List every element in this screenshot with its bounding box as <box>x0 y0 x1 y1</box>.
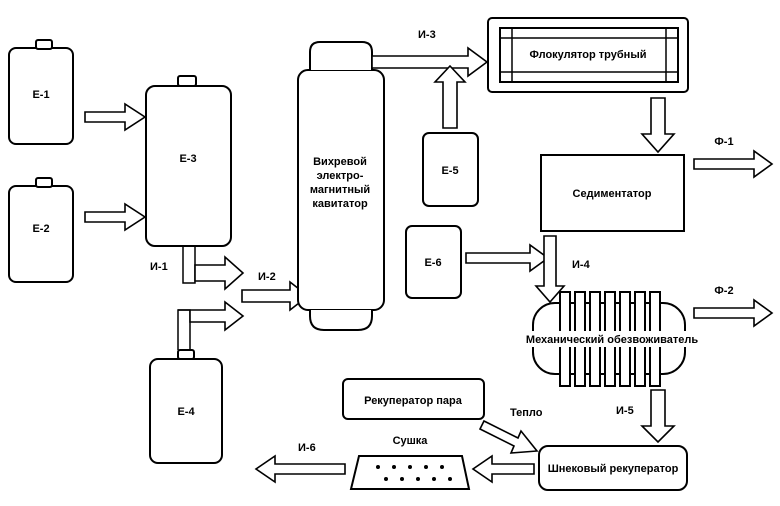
tank-e1-label: Е-1 <box>32 89 49 101</box>
flow-label-heat: Тепло <box>510 407 543 419</box>
steam-recuperator: Рекуператор пара <box>343 379 484 419</box>
tank-e3-label: Е-3 <box>179 153 196 165</box>
tank-e2: Е-2 <box>9 178 73 282</box>
flow-label-i4: И-4 <box>572 259 591 271</box>
flow-label-i1: И-1 <box>150 261 168 273</box>
pipe-i1 <box>183 246 195 283</box>
flow-label-i3: И-3 <box>418 29 436 41</box>
tank-e2-label: Е-2 <box>32 223 49 235</box>
pipe-e4-riser <box>178 310 190 350</box>
tank-e4-label: Е-4 <box>177 406 195 418</box>
flocculator-label: Флокулятор трубный <box>530 49 647 61</box>
flow-label-i6: И-6 <box>298 442 316 454</box>
tank-e5: Е-5 <box>423 133 478 206</box>
arrow-i5 <box>642 390 674 442</box>
tank-e6-label: Е-6 <box>424 257 441 269</box>
mechanical-dewaterer: Механический обезвоживатель <box>526 292 700 386</box>
flocculator: Флокулятор трубный <box>488 18 688 92</box>
cavitator-label-1: Вихревой <box>313 156 367 168</box>
tank-e4: Е-4 <box>150 350 222 463</box>
arrow-f2 <box>694 300 772 326</box>
arrow-to-dryer <box>473 456 534 482</box>
cavitator-label-4: кавитатор <box>312 198 368 210</box>
screw-recuperator: Шнековый рекуператор <box>539 446 687 490</box>
arrow-e4-to-junction <box>178 302 243 330</box>
arrow-flocculator-to-sedimentator <box>642 98 674 152</box>
tank-e3: Е-3 <box>146 76 231 246</box>
tank-e1: Е-1 <box>9 40 73 144</box>
flow-label-i2: И-2 <box>258 271 276 283</box>
arrow-i6 <box>256 456 345 482</box>
sedimentator-label: Седиментатор <box>573 188 652 200</box>
screw-recuperator-label: Шнековый рекуператор <box>548 463 679 475</box>
flow-label-f1: Ф-1 <box>714 136 733 148</box>
arrow-f1 <box>694 151 772 177</box>
flow-label-i5: И-5 <box>616 405 634 417</box>
flow-label-f2: Ф-2 <box>714 285 733 297</box>
dewaterer-label: Механический обезвоживатель <box>526 334 698 346</box>
arrow-e2-to-e3 <box>85 204 145 230</box>
tank-e5-label: Е-5 <box>441 165 458 177</box>
dryer-label: Сушка <box>393 435 429 447</box>
arrow-e1-to-e3 <box>85 104 145 130</box>
arrow-e6-to-junction <box>466 245 548 271</box>
arrow-heat <box>480 421 537 453</box>
steam-recuperator-label: Рекуператор пара <box>364 395 463 407</box>
dryer: Сушка <box>351 435 469 489</box>
cavitator: Вихревой электро- магнитный кавитатор <box>298 42 384 330</box>
arrow-i1 <box>195 257 243 289</box>
tank-e6: Е-6 <box>406 226 461 298</box>
cavitator-label-2: электро- <box>317 170 364 182</box>
cavitator-label-3: магнитный <box>310 184 370 196</box>
sedimentator: Седиментатор <box>541 155 684 231</box>
arrow-i3 <box>372 48 487 76</box>
arrow-e5-to-flocculator <box>435 66 465 128</box>
